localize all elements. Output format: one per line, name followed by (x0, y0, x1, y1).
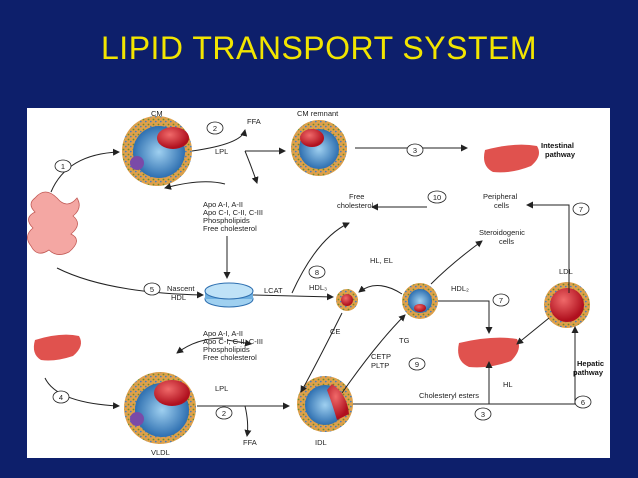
label-ldl: LDL (559, 267, 573, 276)
label-apo-bot-4: Free cholesterol (203, 353, 257, 362)
label-cetp: CETP (371, 352, 391, 361)
step-2-top: 2 (213, 124, 217, 133)
cm-particle (122, 116, 192, 186)
label-nascent-1: Nascent (167, 284, 195, 293)
step-8: 8 (315, 268, 319, 277)
label-apo-bot-3: Phospholipids (203, 345, 250, 354)
label-vldl: VLDL (151, 448, 170, 457)
idl-particle (297, 376, 353, 432)
label-hdl2: HDL₂ (451, 284, 469, 293)
label-apo-bot-1: Apo A-I, A-II (203, 329, 243, 338)
slide-title: LIPID TRANSPORT SYSTEM (101, 30, 537, 66)
label-ffa-top: FFA (247, 117, 261, 126)
label-free-chol-2: cholesterol (337, 201, 374, 210)
label-intestinal-1: Intestinal (541, 141, 574, 150)
step-4: 4 (59, 393, 63, 402)
label-apo-top-1: Apo A-I, A-II (203, 200, 243, 209)
label-steroid-2: cells (499, 237, 514, 246)
label-ffa-bottom: FFA (243, 438, 257, 447)
intestine-icon (27, 191, 80, 255)
label-steroid-1: Steroidogenic (479, 228, 525, 237)
step-badges: 1 2 3 10 7 8 5 7 9 4 2 3 6 (52, 121, 592, 421)
label-apo-bot-2: Apo C-I, C-II, C-III (203, 337, 263, 346)
step-2-bottom: 2 (222, 409, 226, 418)
label-hl: HL (503, 380, 513, 389)
hdl2-particle (402, 283, 438, 319)
step-7-right: 7 (579, 205, 583, 214)
step-10: 10 (433, 193, 441, 202)
cm-remnant-particle (291, 120, 347, 176)
label-hl-el: HL, EL (370, 256, 393, 265)
label-lpl-bottom: LPL (215, 384, 228, 393)
label-hdl3: HDL₃ (309, 283, 327, 292)
label-cm: CM (151, 109, 163, 118)
step-7-mid: 7 (499, 296, 503, 305)
label-cm-remnant: CM remnant (297, 109, 339, 118)
label-lpl-top: LPL (215, 147, 228, 156)
vldl-particle (124, 372, 196, 444)
ldl-particle (544, 282, 590, 328)
step-3-bottom: 3 (481, 410, 485, 419)
label-tg: TG (399, 336, 410, 345)
step-6: 6 (581, 398, 585, 407)
label-peripheral-1: Peripheral (483, 192, 518, 201)
label-hepatic-2: pathway (573, 368, 604, 377)
label-apo-top-4: Free cholesterol (203, 224, 257, 233)
step-5: 5 (150, 285, 154, 294)
label-intestinal-2: pathway (545, 150, 576, 159)
label-lcat: LCAT (264, 286, 283, 295)
step-1: 1 (61, 162, 65, 171)
lipid-transport-diagram: 1 2 3 10 7 8 5 7 9 4 2 3 6 CM FFA CM rem… (27, 109, 604, 457)
label-pltp: PLTP (371, 361, 389, 370)
nascent-hdl-disc (204, 282, 254, 308)
liver-icon-left (33, 334, 81, 361)
diagram-panel: 1 2 3 10 7 8 5 7 9 4 2 3 6 CM FFA CM rem… (27, 108, 610, 458)
label-apo-top-3: Phospholipids (203, 216, 250, 225)
label-idl: IDL (315, 438, 327, 447)
hdl3-particle (336, 289, 358, 311)
label-chol-esters: Cholesteryl esters (419, 391, 479, 400)
step-3-top: 3 (413, 146, 417, 155)
liver-icon-intestinal (484, 144, 539, 173)
label-hepatic-1: Hepatic (577, 359, 604, 368)
liver-icon-hepatic (458, 337, 519, 368)
label-ce: CE (330, 327, 340, 336)
step-9: 9 (415, 360, 419, 369)
label-free-chol-1: Free (349, 192, 364, 201)
label-peripheral-2: cells (494, 201, 509, 210)
diagram-labels: CM FFA CM remnant Intestinal pathway LPL… (151, 109, 604, 457)
label-apo-top-2: Apo C-I, C-II, C-III (203, 208, 263, 217)
label-nascent-2: HDL (171, 293, 186, 302)
